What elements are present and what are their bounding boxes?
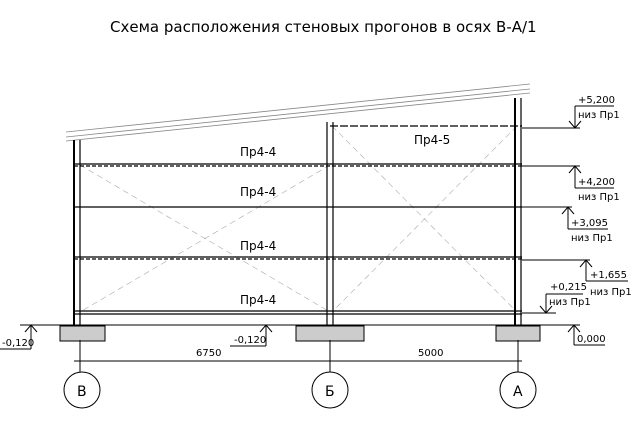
- axis-label: В: [77, 384, 87, 400]
- axis-bubble-v: [63, 371, 101, 409]
- level-5200: +5,200: [578, 95, 615, 106]
- purlin-label-top: Пр4-5: [414, 133, 450, 147]
- purlin-label: Пр4-4: [240, 293, 276, 307]
- level-4200: +4,200: [578, 177, 615, 188]
- cross-bracing: [79, 125, 518, 313]
- level-minus-120: -0,120: [2, 338, 34, 349]
- axis-label: А: [513, 384, 523, 400]
- purlins: [74, 125, 522, 315]
- purlin-label: Пр4-4: [240, 145, 276, 159]
- axis-bubble-a: [499, 371, 537, 409]
- level-minus-120: -0,120: [234, 335, 266, 346]
- dimension-span-1: 6750: [196, 348, 221, 359]
- axis-label: Б: [325, 384, 335, 400]
- level-0215: +0,215: [550, 282, 587, 293]
- level-note: низ Пр1: [578, 192, 620, 203]
- level-note: низ Пр1: [578, 110, 620, 121]
- roof: [65, 83, 531, 142]
- level-note: низ Пр1: [590, 287, 632, 298]
- dimension-line: [74, 340, 522, 372]
- level-1655: +1,655: [590, 270, 627, 281]
- axis-bubble-b: [311, 371, 349, 409]
- foundations: [59, 325, 541, 342]
- dimension-span-2: 5000: [418, 348, 443, 359]
- level-note: низ Пр1: [549, 297, 591, 308]
- columns: [73, 98, 522, 325]
- level-0000: 0,000: [577, 334, 606, 345]
- level-3095: +3,095: [571, 218, 608, 229]
- level-marks: [0, 105, 628, 350]
- purlin-label: Пр4-4: [240, 239, 276, 253]
- drawing-title: Схема расположения стеновых прогонов в о…: [110, 18, 537, 36]
- purlin-label: Пр4-4: [240, 185, 276, 199]
- level-note: низ Пр1: [571, 233, 613, 244]
